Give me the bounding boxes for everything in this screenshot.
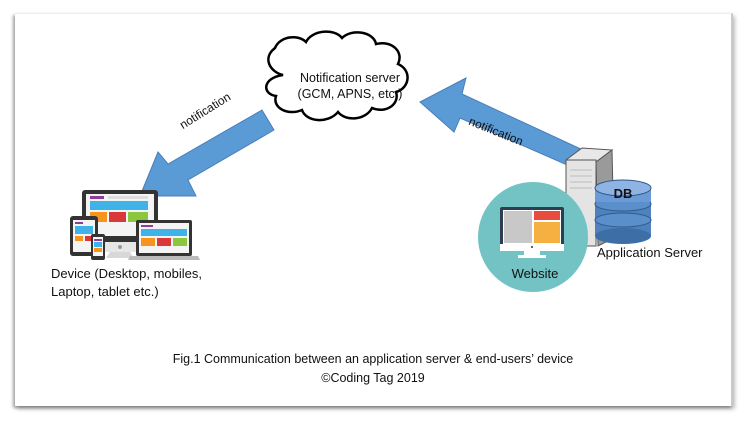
copyright-text: ©Coding Tag 2019	[321, 371, 425, 385]
application-server-label: Application Server	[597, 245, 703, 260]
cloud-icon	[265, 30, 409, 122]
notification-server-label: Notification server (GCM, APNS, etc.)	[270, 70, 430, 102]
notification-server-line2: (GCM, APNS, etc.)	[297, 87, 403, 101]
db-label: DB	[613, 186, 633, 201]
responsive-devices-icon	[70, 190, 200, 260]
website-label: Website	[511, 266, 559, 281]
phone-icon	[91, 234, 105, 260]
arrow-to-notification-server	[419, 77, 584, 169]
notification-server-line1: Notification server	[299, 71, 401, 85]
monitor-icon	[500, 207, 564, 258]
devices-label-line2: Laptop, tablet etc.)	[51, 284, 159, 299]
website-circle	[478, 182, 588, 292]
laptop-icon	[128, 220, 200, 260]
tablet-icon	[70, 216, 98, 256]
devices-label-line1: Device (Desktop, mobiles,	[51, 266, 202, 281]
devices-label: Device (Desktop, mobiles, Laptop, tablet…	[51, 265, 202, 301]
database-icon	[594, 179, 652, 244]
figure-caption: Fig.1 Communication between an applicati…	[172, 352, 574, 366]
arrow-to-devices	[139, 109, 275, 197]
